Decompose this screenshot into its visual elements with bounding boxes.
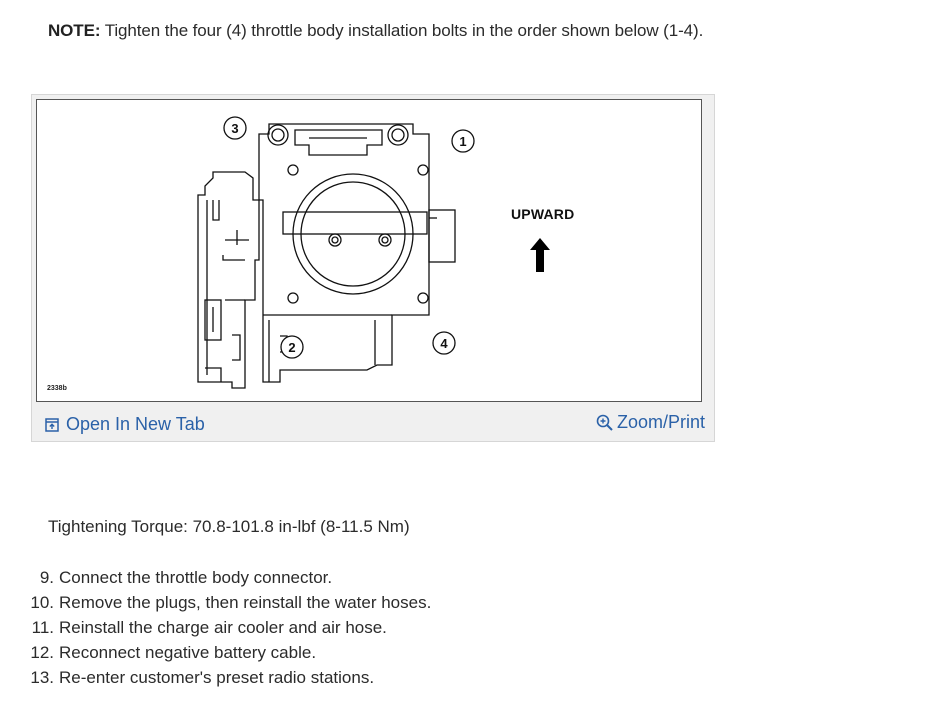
procedure-steps: 9.Connect the throttle body connector. 1… (30, 567, 431, 692)
zoom-print-link[interactable]: Zoom/Print (596, 412, 705, 433)
upward-arrow-icon (530, 238, 550, 272)
list-item: 12.Reconnect negative battery cable. (30, 643, 317, 662)
callout-2: 2 (288, 340, 295, 355)
tightening-torque: Tightening Torque: 70.8-101.8 in-lbf (8-… (48, 517, 410, 536)
note-label: NOTE: (48, 21, 101, 40)
zoom-print-label: Zoom/Print (616, 412, 705, 432)
list-item: 13.Re-enter customer's preset radio stat… (30, 668, 375, 687)
list-item: 9.Connect the throttle body connector. (39, 568, 333, 587)
list-item: 10.Remove the plugs, then reinstall the … (30, 593, 432, 612)
note-text: Tighten the four (4) throttle body insta… (104, 21, 704, 40)
zoom-in-icon (596, 414, 613, 431)
callout-4: 4 (440, 336, 448, 351)
callout-3: 3 (231, 121, 238, 136)
figure-footer: Open In New Tab Zoom/Print (32, 408, 714, 441)
throttle-body-drawing: 3 1 2 4 (197, 116, 550, 389)
open-in-new-tab-link[interactable]: Open In New Tab (45, 414, 205, 435)
throttle-body-diagram: 3 1 2 4 UPWARD 2338b (36, 99, 702, 402)
list-item: 11.Reinstall the charge air cooler and a… (31, 618, 387, 637)
upward-label: UPWARD (511, 206, 575, 222)
figure-container: 3 1 2 4 UPWARD 2338b Open In New Tab (31, 94, 715, 442)
callout-1: 1 (459, 134, 466, 149)
open-tab-label: Open In New Tab (66, 414, 205, 434)
figure-id: 2338b (47, 385, 67, 392)
note-paragraph: NOTE: Tighten the four (4) throttle body… (48, 21, 703, 41)
open-tab-icon (45, 417, 59, 432)
